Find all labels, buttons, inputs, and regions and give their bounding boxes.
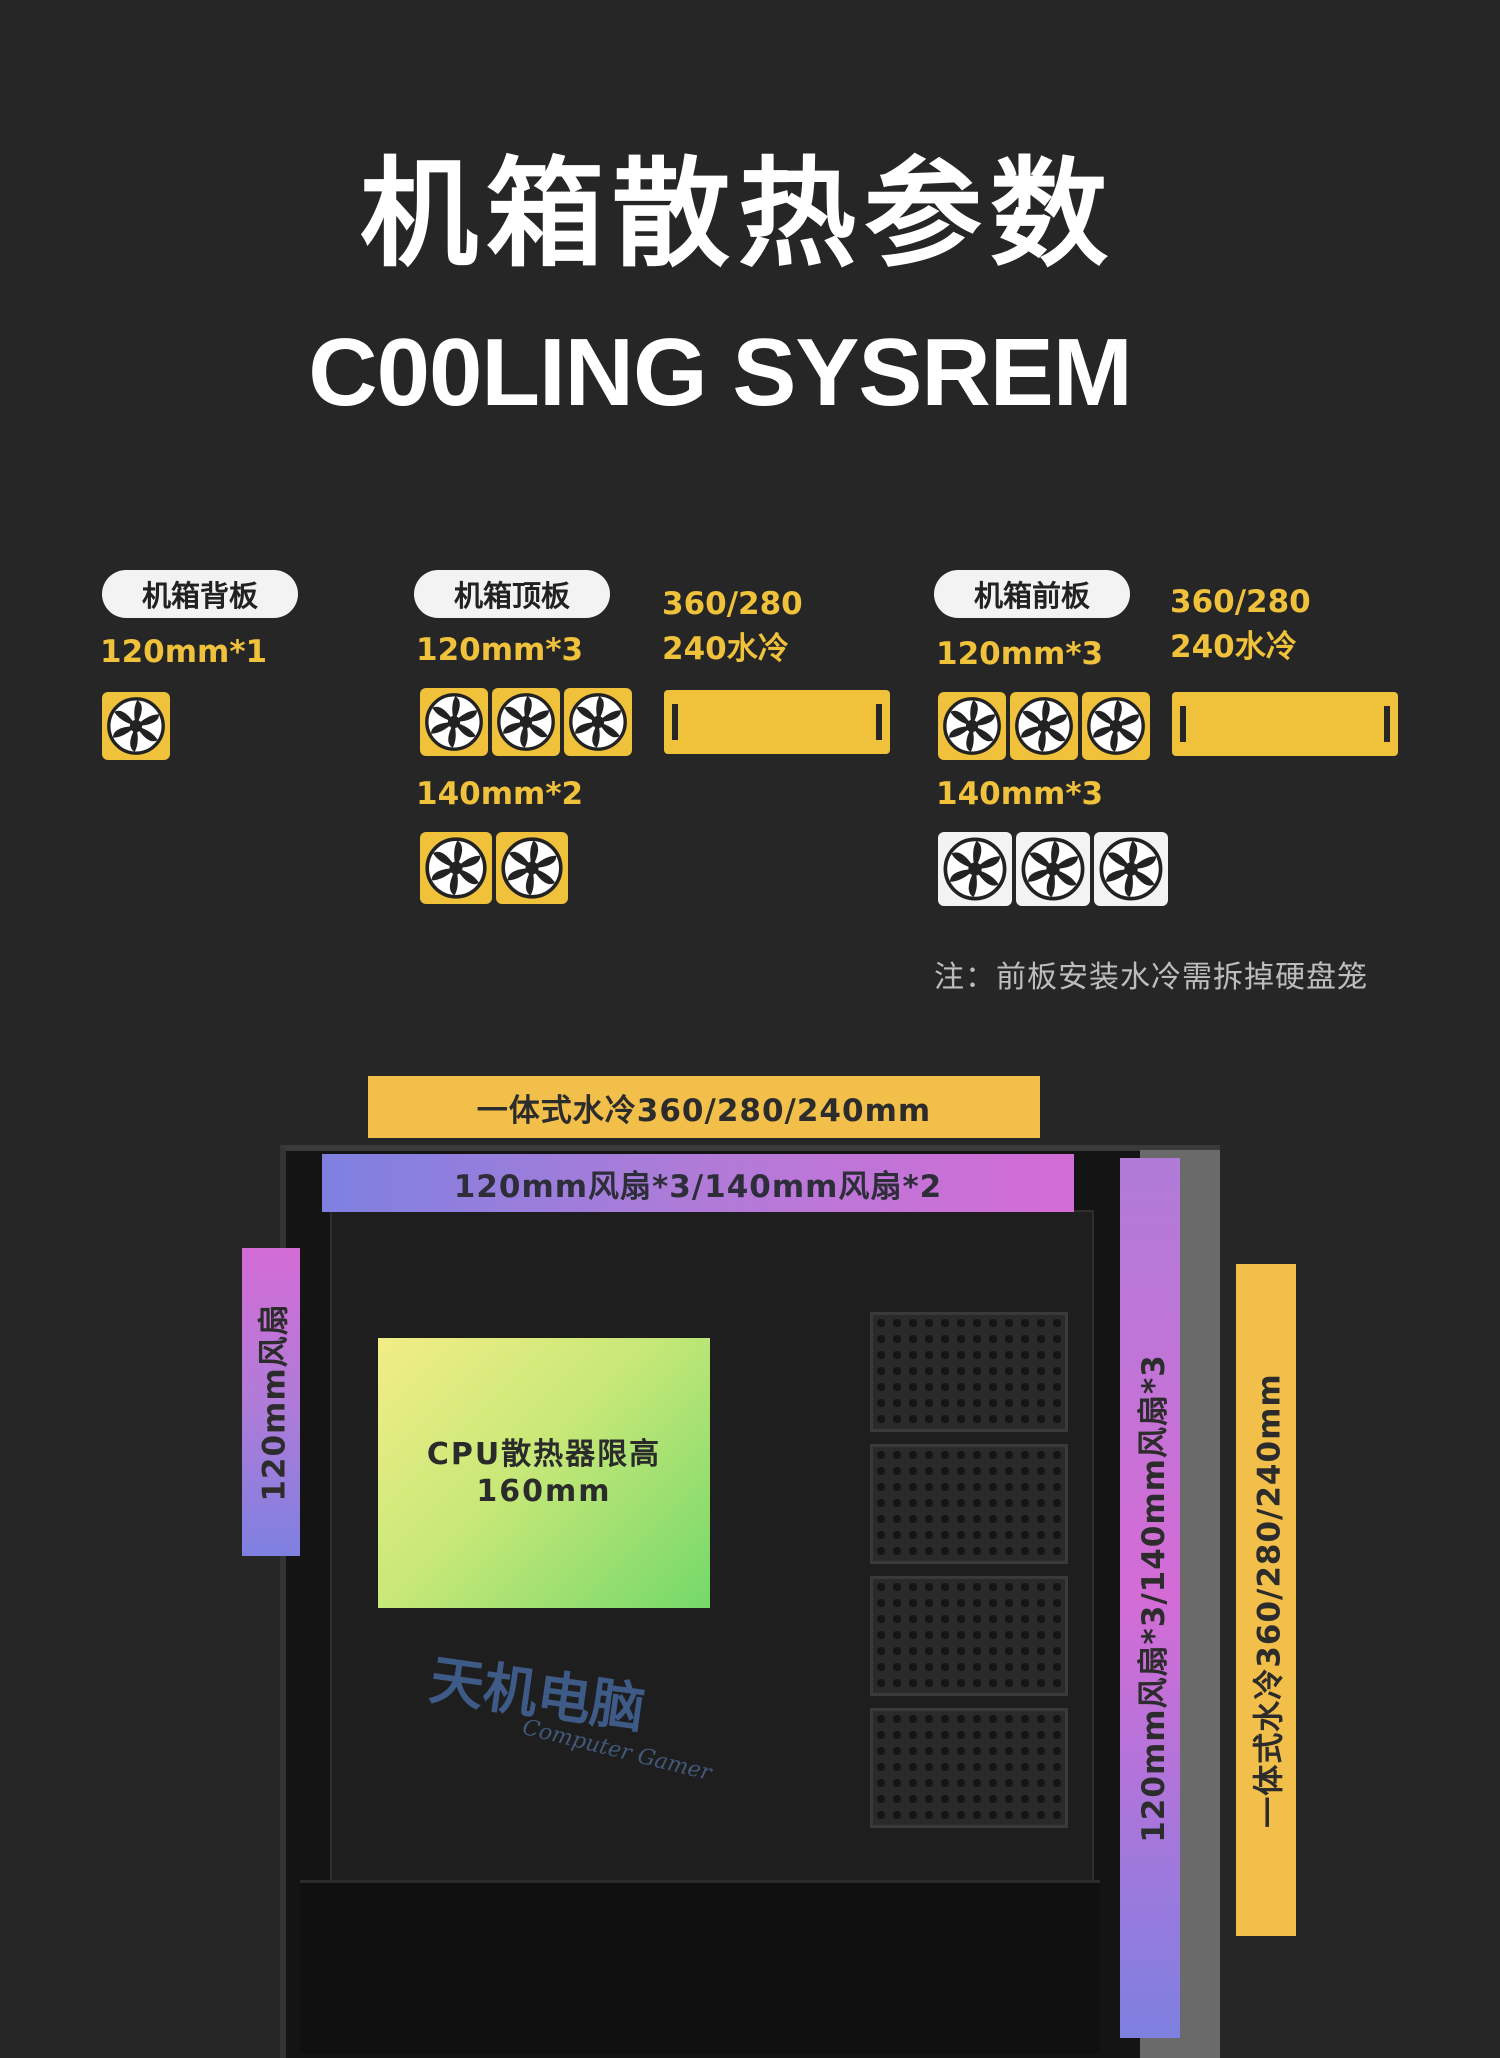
psu-shroud <box>300 1880 1100 2053</box>
front-radiator-bar: 一体式水冷360/280/240mm <box>1236 1264 1296 1936</box>
install-note: 注：前板安装水冷需拆掉硬盘笼 <box>934 960 1368 995</box>
rear-fan-row <box>102 692 170 760</box>
front-panel-tag: 机箱前板 <box>934 570 1130 618</box>
drive-bay <box>870 1312 1068 1432</box>
rear-fan-bar-label: 120mm风扇 <box>256 1302 293 1502</box>
front-radiator-icon <box>1172 692 1398 756</box>
fan-icon <box>420 832 492 904</box>
drive-bay <box>870 1708 1068 1828</box>
page-subtitle: C00LING SYSREM <box>308 319 1133 426</box>
cpu-limit-value: 160mm <box>476 1474 612 1509</box>
fan-icon <box>420 688 488 756</box>
drive-bay <box>870 1576 1068 1696</box>
top-radiator-label: 360/280 240水冷 <box>662 586 803 667</box>
front-radiator-bar-label: 一体式水冷360/280/240mm <box>1251 1372 1288 1828</box>
top-fan-spec-120: 120mm*3 <box>416 632 584 668</box>
top-radiator-bar: 一体式水冷360/280/240mm <box>368 1076 1040 1138</box>
front-radiator-label: 360/280 240水冷 <box>1170 584 1311 665</box>
top-fan-row-120 <box>420 688 632 756</box>
fan-icon <box>564 688 632 756</box>
fan-icon <box>496 832 568 904</box>
drive-bay <box>870 1444 1068 1564</box>
top-radiator-icon <box>664 690 890 754</box>
fan-icon <box>1094 832 1168 906</box>
front-fans-bar-label: 120mm风扇*3/140mm风扇*3 <box>1135 1353 1172 1843</box>
cpu-limit-title: CPU散热器限高 <box>426 1436 662 1472</box>
top-fans-bar: 120mm风扇*3/140mm风扇*2 <box>322 1154 1074 1212</box>
top-fan-row-140 <box>420 832 568 904</box>
fan-icon <box>938 832 1012 906</box>
fan-icon <box>1082 692 1150 760</box>
rear-fan-bar: 120mm风扇 <box>242 1248 300 1556</box>
cpu-cooler-limit-box: CPU散热器限高 160mm <box>378 1338 710 1608</box>
fan-icon <box>1016 832 1090 906</box>
rear-fan-spec: 120mm*1 <box>100 634 268 670</box>
fan-icon <box>492 688 560 756</box>
fan-icon <box>1010 692 1078 760</box>
top-fan-spec-140: 140mm*2 <box>416 776 584 812</box>
front-fan-row-140 <box>938 832 1168 906</box>
front-fans-bar: 120mm风扇*3/140mm风扇*3 <box>1120 1158 1180 2038</box>
fan-icon <box>102 692 170 760</box>
fan-icon <box>938 692 1006 760</box>
front-fan-row-120 <box>938 692 1150 760</box>
page-title: 机箱散热参数 <box>359 145 1116 283</box>
top-panel-tag: 机箱顶板 <box>414 570 610 618</box>
front-fan-spec-140: 140mm*3 <box>936 776 1104 812</box>
front-fan-spec-120: 120mm*3 <box>936 636 1104 672</box>
rear-panel-tag: 机箱背板 <box>102 570 298 618</box>
